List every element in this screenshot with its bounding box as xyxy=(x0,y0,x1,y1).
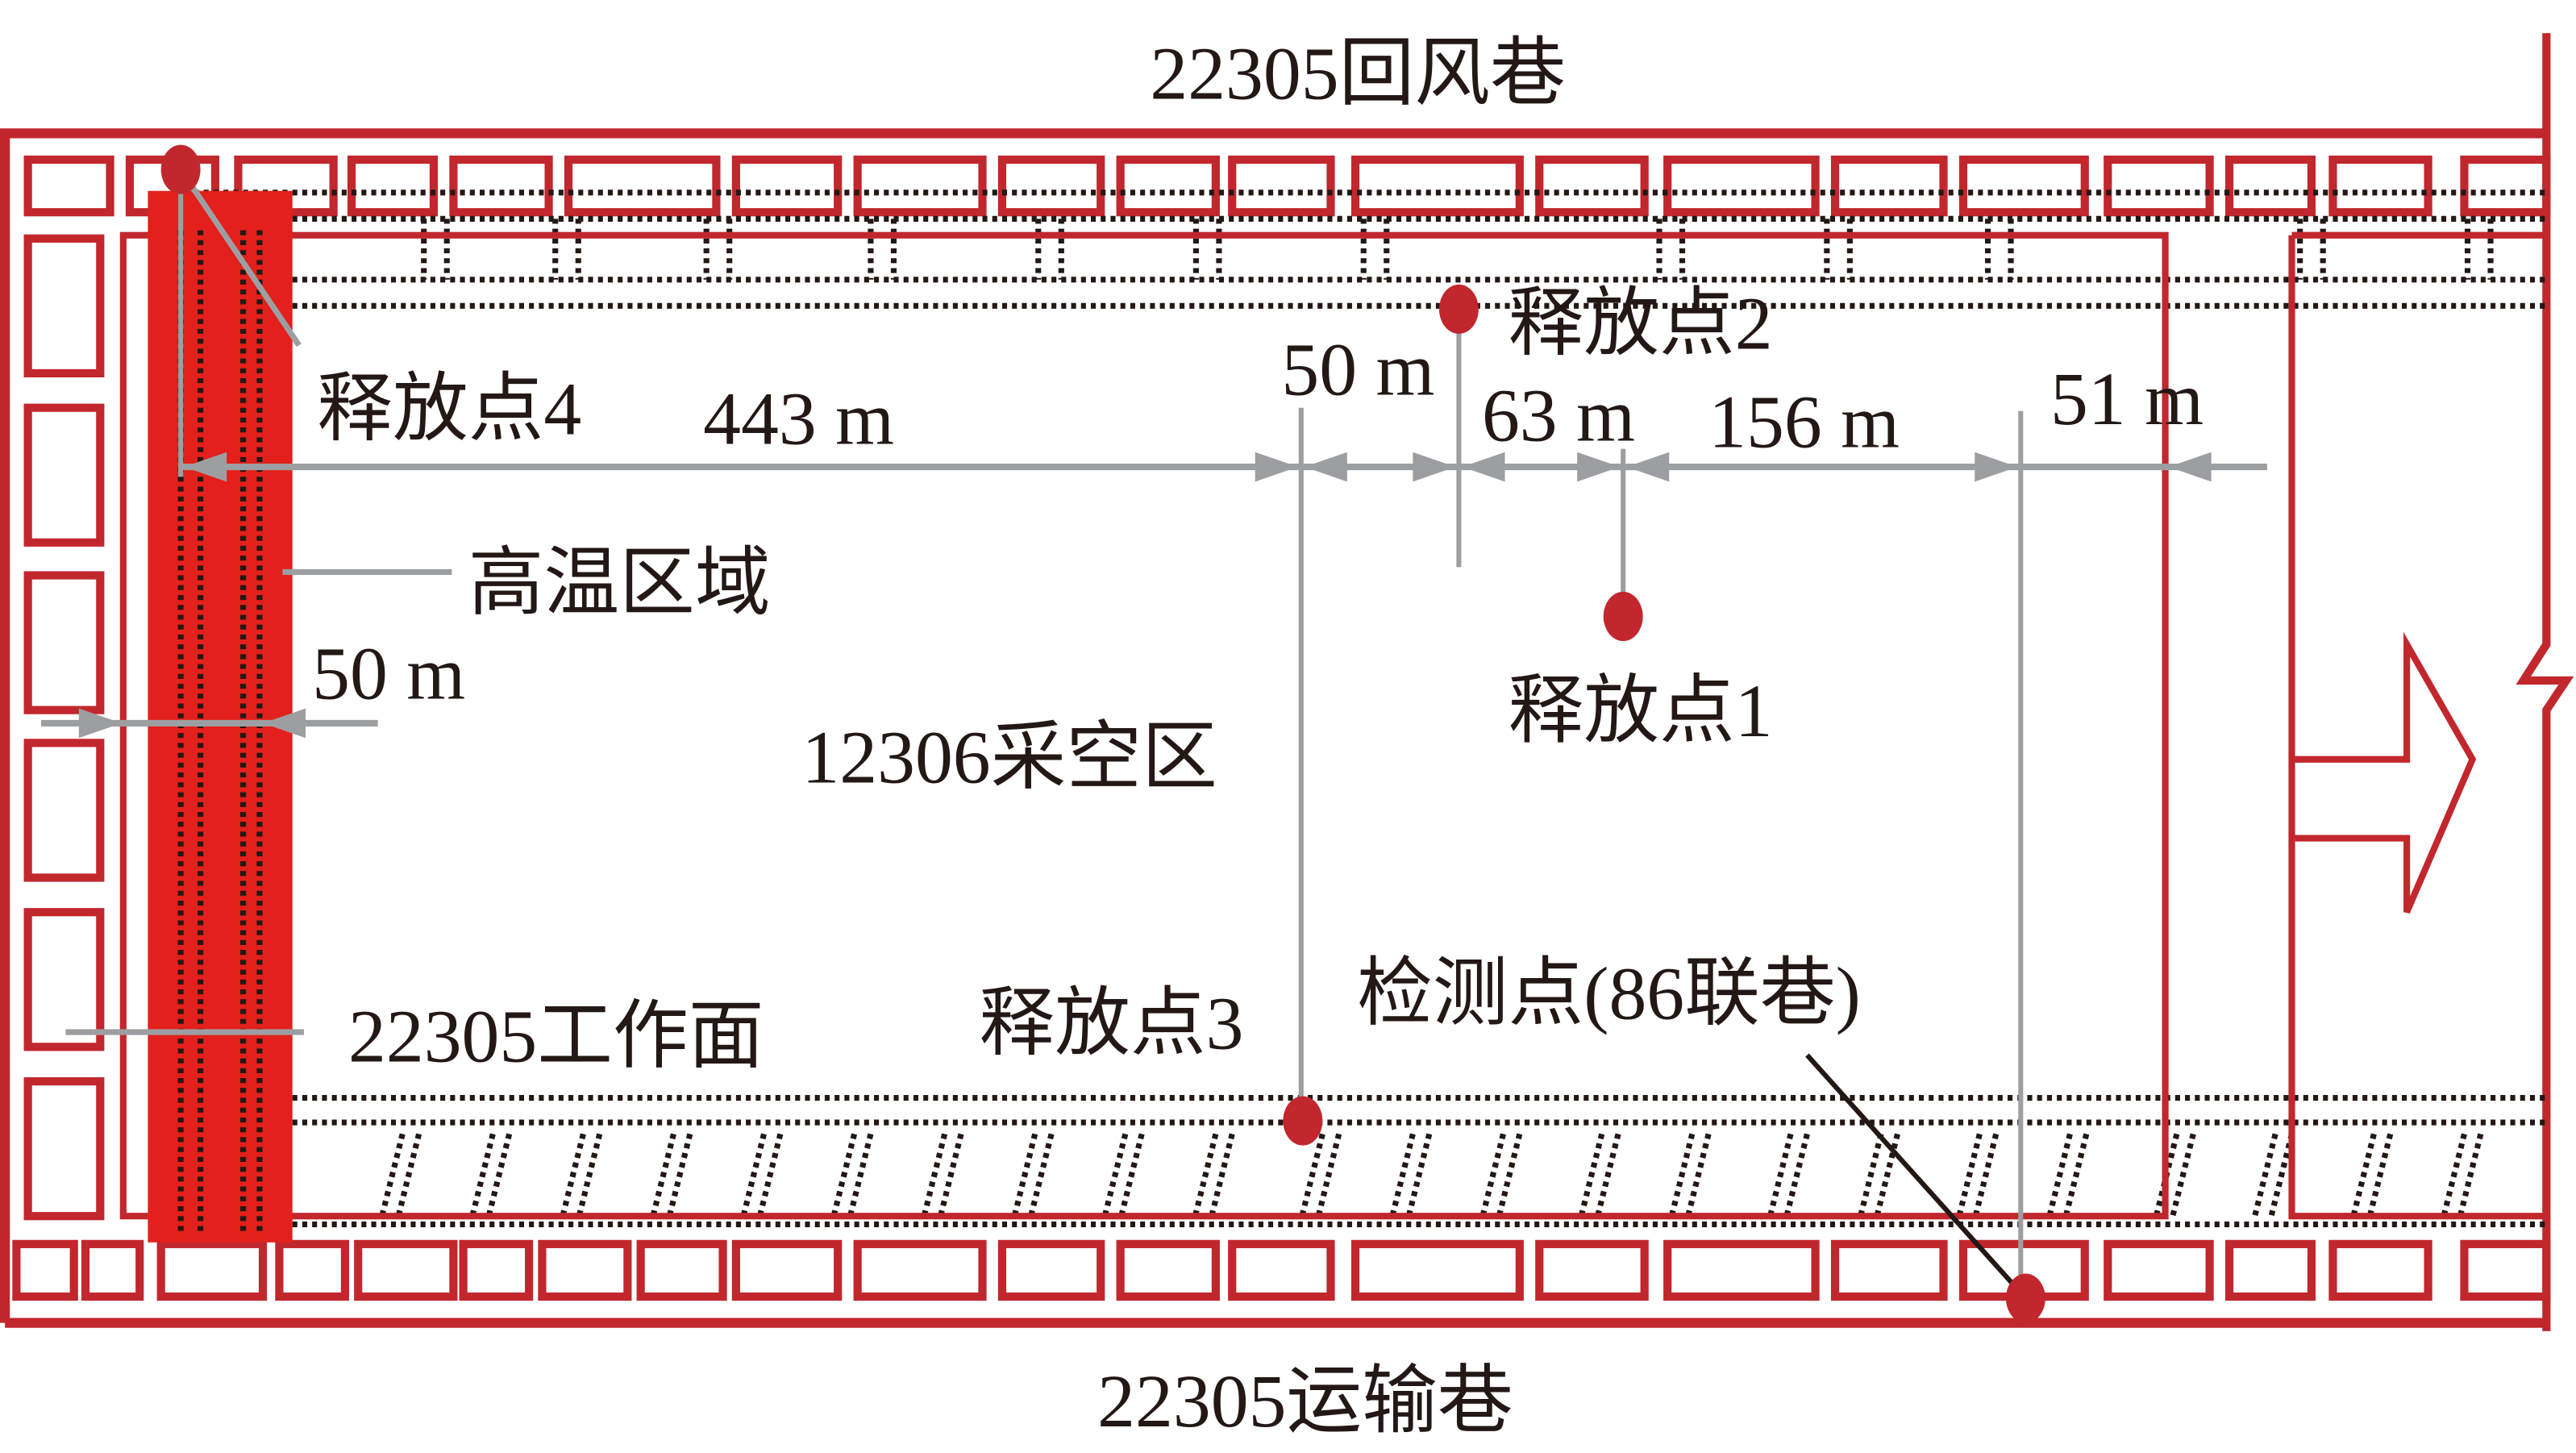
outer-roadway-frame xyxy=(0,33,2574,1331)
detection-point-marker xyxy=(2005,1273,2045,1323)
release-point-3-marker xyxy=(1283,1096,1323,1146)
dimension-443m: 443 m xyxy=(703,377,894,461)
dimension-lines xyxy=(40,168,2267,1307)
dimension-51m: 51 m xyxy=(2050,357,2204,441)
dimension-63m: 63 m xyxy=(1482,373,1635,457)
high-temp-zone xyxy=(148,190,293,1243)
release-point-4-marker xyxy=(160,144,201,194)
airflow-arrow-icon xyxy=(2295,631,2477,914)
dimension-50m-zone: 50 m xyxy=(312,631,465,715)
dimension-156m: 156 m xyxy=(1708,381,1900,464)
return-airway-supports xyxy=(23,155,2551,217)
release-point-2-label: 释放点2 xyxy=(1509,281,1773,365)
right-panel xyxy=(2288,231,2547,1220)
release-point-1-marker xyxy=(1603,591,1643,642)
release-point-3-label: 释放点3 xyxy=(979,981,1243,1065)
goaf-label: 12306采空区 xyxy=(801,715,1217,799)
working-face-label: 22305工作面 xyxy=(348,995,764,1079)
release-point-2-marker xyxy=(1438,284,1479,335)
release-point-4-label: 释放点4 xyxy=(317,367,581,451)
detection-point-label: 检测点(86联巷) xyxy=(1357,952,1861,1036)
return-airway-label: 22305回风巷 xyxy=(1150,32,1565,116)
high-temp-zone-label: 高温区域 xyxy=(468,541,771,625)
haulage-roadway-supports xyxy=(12,1239,2551,1301)
haulage-roadway-label: 22305运输巷 xyxy=(1097,1359,1513,1443)
dimension-50m-top: 50 m xyxy=(1281,327,1434,411)
left-column-supports xyxy=(23,234,105,1221)
release-point-1-label: 释放点1 xyxy=(1509,669,1773,753)
dotted-support-lines xyxy=(194,189,2547,1227)
